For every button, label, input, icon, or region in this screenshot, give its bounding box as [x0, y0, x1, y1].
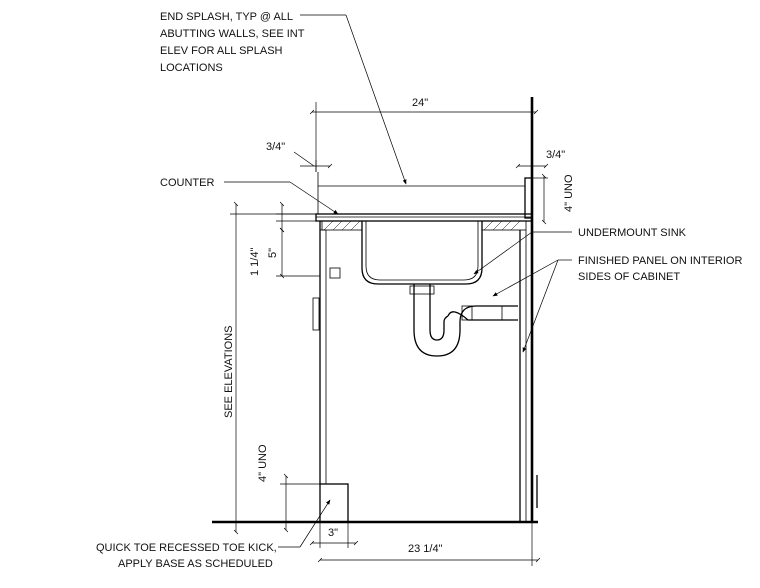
dim-apron-label: 5"	[267, 248, 279, 258]
dim-24-label: 24"	[412, 97, 428, 109]
dim-right-splash-label: 3/4"	[546, 149, 565, 161]
dim-counter-thickness-label: 1 1/4"	[249, 248, 261, 276]
dim-toe-height: 4" UNO	[257, 444, 320, 533]
note-finished-panel-line-1: FINISHED PANEL ON INTERIOR	[578, 255, 742, 267]
countertop	[315, 213, 533, 222]
note-end-splash-line-1: END SPLASH, TYP @ ALL	[160, 11, 293, 23]
finished-panel	[519, 230, 527, 522]
note-finished-panel-line-2: SIDES OF CABINET	[578, 271, 680, 283]
note-toe-kick-line-2: APPLY BASE AS SCHEDULED	[118, 558, 273, 570]
end-splash	[317, 172, 525, 214]
dim-counter-thickness: 1 1/4"	[249, 201, 316, 276]
note-undermount-sink-label: UNDERMOUNT SINK	[578, 227, 687, 239]
note-toe-kick: QUICK TOE RECESSED TOE KICK, APPLY BASE …	[96, 499, 331, 570]
dim-toe-depth-label: 3"	[328, 527, 338, 539]
undermount-sink-bowl	[361, 221, 483, 285]
counter-support-blocking	[321, 220, 527, 231]
dim-right-splash: 3/4"	[515, 149, 565, 169]
dim-left-splash: 3/4"	[266, 141, 333, 172]
dim-overall-height: SEE ELEVATIONS	[223, 201, 316, 535]
dim-toe-depth: 3"	[309, 522, 359, 548]
dim-left-splash-label: 3/4"	[266, 141, 285, 153]
dim-cabinet-depth: 23 1/4"	[317, 522, 541, 566]
note-end-splash-line-4: LOCATIONS	[160, 62, 223, 74]
note-counter-label: COUNTER	[160, 177, 214, 189]
dim-cabinet-depth-label: 23 1/4"	[408, 543, 443, 555]
note-end-splash: END SPLASH, TYP @ ALL ABUTTING WALLS, SE…	[160, 11, 407, 185]
note-counter: COUNTER	[160, 177, 339, 215]
note-undermount-sink: UNDERMOUNT SINK	[473, 227, 687, 275]
dim-splash-height: 4" UNO	[532, 173, 575, 225]
dim-splash-height-label: 4" UNO	[563, 174, 575, 212]
wall	[530, 97, 538, 522]
dim-24: 24"	[309, 97, 539, 172]
note-toe-kick-line-1: QUICK TOE RECESSED TOE KICK,	[96, 542, 277, 554]
dim-toe-height-label: 4" UNO	[257, 444, 269, 482]
note-end-splash-line-3: ELEV FOR ALL SPLASH	[160, 45, 283, 57]
dim-apron: 5"	[267, 227, 320, 279]
note-finished-panel: FINISHED PANEL ON INTERIOR SIDES OF CABI…	[492, 255, 742, 353]
note-end-splash-line-2: ABUTTING WALLS, SEE INT	[160, 28, 305, 40]
p-trap-drain	[409, 284, 518, 357]
dim-overall-height-label: SEE ELEVATIONS	[223, 325, 235, 418]
toe-kick	[319, 483, 349, 523]
cabinet-front	[312, 221, 341, 484]
back-splash	[524, 177, 533, 219]
